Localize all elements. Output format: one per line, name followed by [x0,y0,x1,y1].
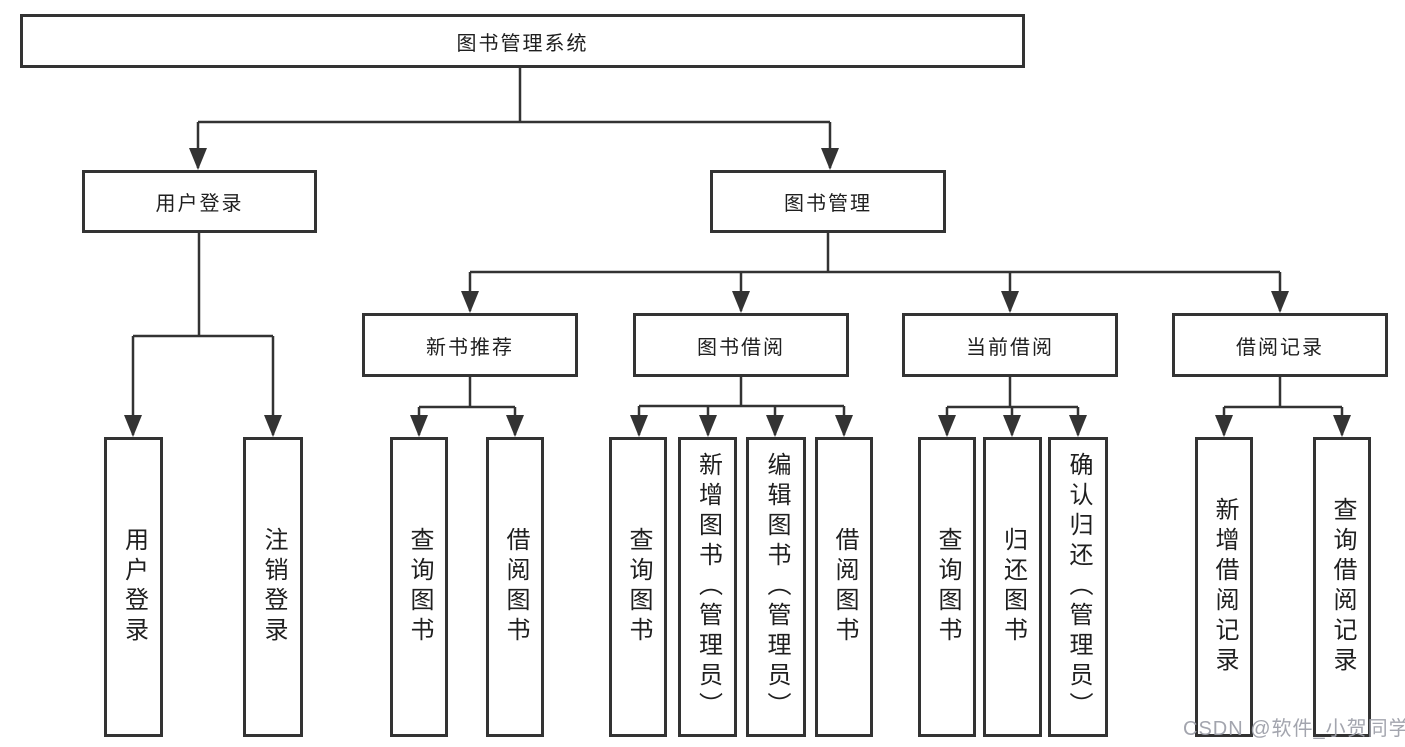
leaf-user-login: 用户登录 [104,437,163,737]
connector-user-login [131,233,275,435]
leaf-query-book-3-label: 查询图书 [934,527,961,647]
leaf-confirm-return: 确认归还（管理员） [1048,437,1108,737]
leaf-add-record-label: 新增借阅记录 [1211,497,1238,677]
leaf-query-book-2-label: 查询图书 [625,527,652,647]
leaf-logout: 注销登录 [243,437,303,737]
connector-book-borrow [637,377,846,435]
leaf-edit-book: 编辑图书（管理员） [746,437,806,737]
arrowhead [1003,415,1021,437]
leaf-query-record: 查询借阅记录 [1313,437,1371,737]
leaf-edit-book-label: 编辑图书（管理员） [763,452,790,722]
node-root: 图书管理系统 [20,14,1025,68]
leaf-query-book-2: 查询图书 [609,437,667,737]
node-book-mgmt-label: 图书管理 [784,193,872,215]
connector-root [196,68,832,168]
leaf-add-book-label: 新增图书（管理员） [694,452,722,722]
arrowhead [461,291,479,313]
arrowhead [1001,291,1019,313]
leaf-return-book: 归还图书 [983,437,1042,737]
connector-book-mgmt [468,233,1282,311]
arrowhead [506,415,524,437]
arrowhead [938,415,956,437]
node-borrow-record: 借阅记录 [1172,313,1388,377]
leaf-return-book-label: 归还图书 [999,527,1027,647]
arrowhead [264,415,282,437]
arrowhead [630,415,648,437]
leaf-query-record-label: 查询借阅记录 [1329,497,1356,677]
leaf-borrow-book-2-label: 借阅图书 [831,527,858,647]
arrowhead [1215,415,1233,437]
csdn-watermark: CSDN @软件_小贺同学 [1183,718,1405,740]
node-book-borrow-label: 图书借阅 [697,336,785,359]
node-current-borrow: 当前借阅 [902,313,1118,377]
leaf-logout-label: 注销登录 [260,527,287,647]
leaf-query-book-3: 查询图书 [918,437,976,737]
leaf-query-book-1-label: 查询图书 [406,527,433,647]
arrowhead [732,291,750,313]
arrowhead [699,415,717,437]
leaf-query-book-1: 查询图书 [390,437,448,737]
node-current-borrow-label: 当前借阅 [966,336,1054,359]
connector-current-borrow [945,377,1080,435]
arrowhead [821,148,839,170]
arrowhead [835,415,853,437]
leaf-add-book: 新增图书（管理员） [678,437,737,737]
arrowhead [1271,291,1289,313]
leaf-borrow-book-2: 借阅图书 [815,437,873,737]
node-new-book-rec: 新书推荐 [362,313,578,377]
arrowhead [189,148,207,170]
node-root-label: 图书管理系统 [456,32,589,55]
connector-borrow-record [1222,377,1344,435]
connector-paths [131,68,1344,435]
connector-new-book-rec [417,377,517,435]
arrowhead [1333,415,1351,437]
arrowhead [124,415,142,437]
leaf-borrow-book-1-label: 借阅图书 [502,527,529,647]
node-user-login: 用户登录 [82,170,317,233]
leaf-add-record: 新增借阅记录 [1195,437,1253,737]
node-borrow-record-label: 借阅记录 [1236,336,1324,359]
node-new-book-rec-label: 新书推荐 [426,336,514,359]
leaf-borrow-book-1: 借阅图书 [486,437,544,737]
arrowhead [1069,415,1087,437]
node-book-mgmt: 图书管理 [710,170,946,233]
leaf-user-login-label: 用户登录 [120,527,148,647]
node-book-borrow: 图书借阅 [633,313,849,377]
leaf-confirm-return-label: 确认归还（管理员） [1065,452,1092,722]
arrowhead [766,415,784,437]
arrowhead [410,415,428,437]
node-user-login-label: 用户登录 [155,193,244,215]
